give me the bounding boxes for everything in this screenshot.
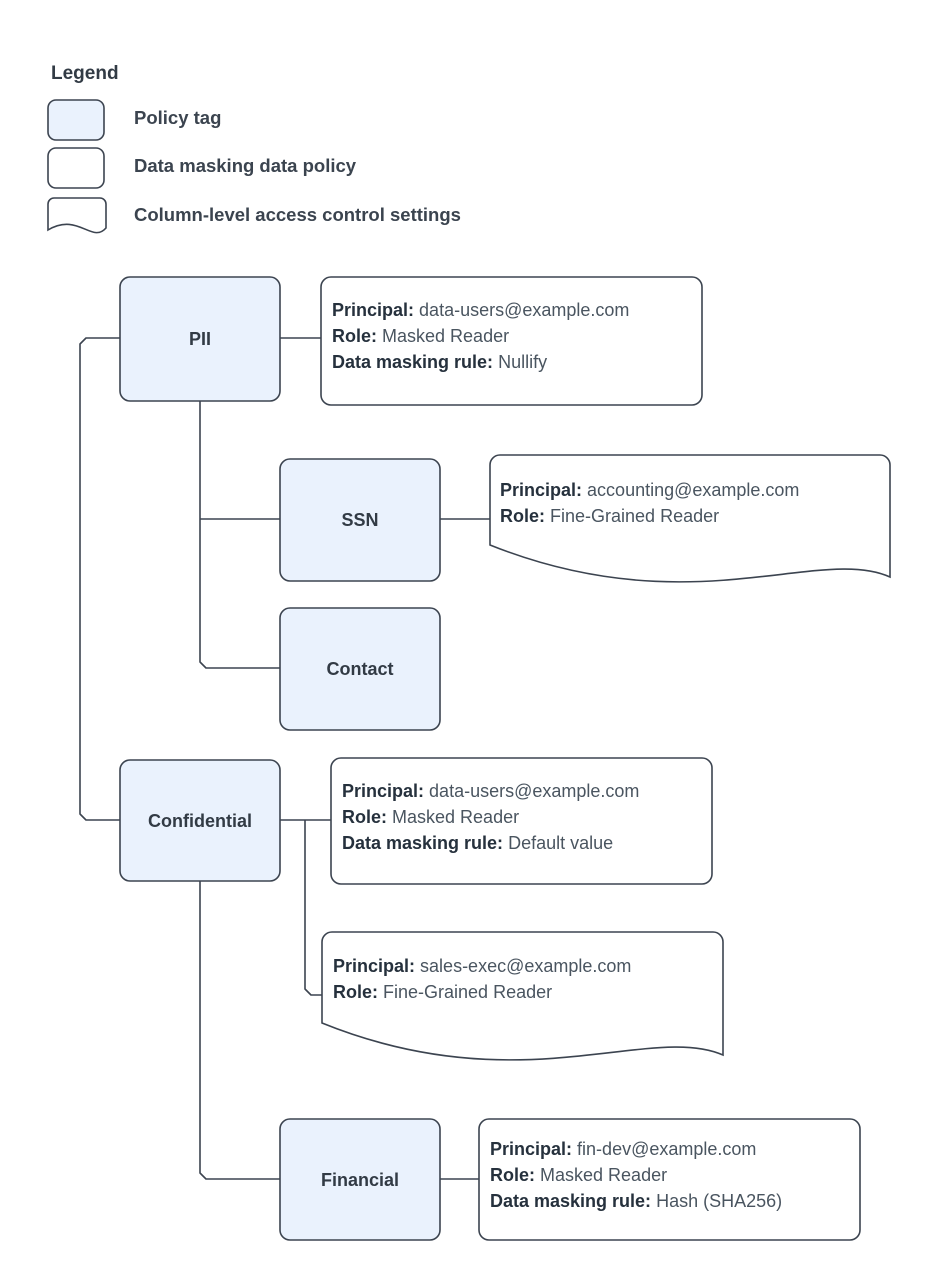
policy-box-pii-fill bbox=[321, 277, 702, 405]
policy-key: Principal: bbox=[342, 781, 425, 801]
policy-row: Principal: accounting@example.com bbox=[500, 477, 799, 503]
policy-key: Role: bbox=[490, 1165, 535, 1185]
policy-value: Masked Reader bbox=[392, 807, 520, 827]
policy-row: Role: Fine-Grained Reader bbox=[500, 503, 799, 529]
policy-key: Data masking rule: bbox=[342, 833, 504, 853]
policy-key: Principal: bbox=[490, 1139, 573, 1159]
node-ssn-fill bbox=[280, 459, 440, 581]
node-pii-label: PII bbox=[189, 329, 211, 349]
node-confidential-fill bbox=[120, 760, 280, 881]
policy-value: Hash (SHA256) bbox=[656, 1191, 783, 1211]
policy-text-pii: Principal: data-users@example.com Role: … bbox=[332, 297, 629, 375]
legend-title: Legend bbox=[51, 63, 119, 84]
policy-row: Role: Masked Reader bbox=[490, 1162, 782, 1188]
policy-box-ssn[interactable] bbox=[489, 454, 891, 583]
policy-box-confidential[interactable] bbox=[330, 757, 713, 885]
policy-row: Principal: data-users@example.com bbox=[342, 778, 639, 804]
policy-key: Principal: bbox=[333, 956, 416, 976]
policy-row: Principal: sales-exec@example.com bbox=[333, 953, 631, 979]
node-ssn[interactable] bbox=[279, 458, 441, 582]
legend-policy-tag-swatch-fill bbox=[48, 100, 104, 140]
policy-key: Role: bbox=[332, 326, 377, 346]
policy-value: Fine-Grained Reader bbox=[383, 982, 553, 1002]
node-financial[interactable] bbox=[279, 1118, 441, 1241]
node-confidential-label: Confidential bbox=[148, 811, 252, 831]
policy-box-confidential-fill bbox=[331, 758, 712, 884]
policy-value: Nullify bbox=[498, 352, 548, 372]
node-contact[interactable] bbox=[279, 607, 441, 731]
policy-key: Data masking rule: bbox=[490, 1191, 652, 1211]
policy-key: Principal: bbox=[332, 300, 415, 320]
legend-item-label-0: Policy tag bbox=[134, 107, 221, 128]
policy-row: Role: Fine-Grained Reader bbox=[333, 979, 631, 1005]
policy-row: Principal: data-users@example.com bbox=[332, 297, 629, 323]
policy-key: Role: bbox=[500, 506, 545, 526]
legend-item-label-1: Data masking data policy bbox=[134, 155, 357, 176]
policy-value: sales-exec@example.com bbox=[420, 956, 632, 976]
policy-box-financial[interactable] bbox=[478, 1118, 861, 1241]
node-contact-fill bbox=[280, 608, 440, 730]
connector-confidential-to-access bbox=[304, 820, 322, 996]
policy-row: Role: Masked Reader bbox=[342, 804, 639, 830]
connector-to-contact bbox=[199, 519, 280, 669]
legend-item-label-2: Column-level access control settings bbox=[134, 204, 461, 225]
policy-value: fin-dev@example.com bbox=[577, 1139, 757, 1159]
policy-value: data-users@example.com bbox=[429, 781, 640, 801]
policy-row: Data masking rule: Nullify bbox=[332, 349, 629, 375]
policy-box-pii[interactable] bbox=[320, 276, 703, 406]
policy-box-ssn-fill bbox=[490, 455, 890, 582]
connector-trunk-pii-confidential bbox=[79, 337, 120, 821]
policy-box-confidential-access[interactable] bbox=[321, 931, 724, 1061]
policy-text-ssn: Principal: accounting@example.com Role: … bbox=[500, 477, 799, 529]
policy-row: Principal: fin-dev@example.com bbox=[490, 1136, 782, 1162]
policy-value: Fine-Grained Reader bbox=[550, 506, 720, 526]
policy-value: accounting@example.com bbox=[587, 480, 800, 500]
policy-value: Masked Reader bbox=[382, 326, 510, 346]
policy-key: Role: bbox=[342, 807, 387, 827]
connector-confidential-to-financial bbox=[199, 881, 280, 1180]
policy-text-financial: Principal: fin-dev@example.com Role: Mas… bbox=[490, 1136, 782, 1214]
legend-masking-policy-swatch bbox=[47, 147, 105, 189]
policy-row: Role: Masked Reader bbox=[332, 323, 629, 349]
policy-key: Role: bbox=[333, 982, 378, 1002]
node-pii[interactable] bbox=[119, 276, 281, 402]
policy-box-confidential-access-fill bbox=[322, 932, 723, 1060]
node-pii-fill bbox=[120, 277, 280, 401]
policy-value: data-users@example.com bbox=[419, 300, 630, 320]
policy-key: Data masking rule: bbox=[332, 352, 494, 372]
policy-box-financial-fill bbox=[479, 1119, 860, 1240]
legend-masking-policy-swatch-fill bbox=[48, 148, 104, 188]
node-confidential[interactable] bbox=[119, 759, 281, 882]
node-ssn-label: SSN bbox=[341, 510, 378, 530]
policy-key: Principal: bbox=[500, 480, 583, 500]
node-financial-label: Financial bbox=[321, 1170, 399, 1190]
policy-value: Masked Reader bbox=[540, 1165, 668, 1185]
legend-access-control-swatch-fill bbox=[48, 198, 106, 233]
policy-text-confidential-access: Principal: sales-exec@example.com Role: … bbox=[333, 953, 631, 1005]
legend-access-control-swatch bbox=[47, 197, 107, 234]
policy-text-confidential: Principal: data-users@example.com Role: … bbox=[342, 778, 639, 856]
policy-row: Data masking rule: Hash (SHA256) bbox=[490, 1188, 782, 1214]
policy-value: Default value bbox=[508, 833, 614, 853]
node-contact-label: Contact bbox=[327, 659, 394, 679]
legend-policy-tag-swatch bbox=[47, 99, 105, 141]
node-financial-fill bbox=[280, 1119, 440, 1240]
policy-row: Data masking rule: Default value bbox=[342, 830, 639, 856]
